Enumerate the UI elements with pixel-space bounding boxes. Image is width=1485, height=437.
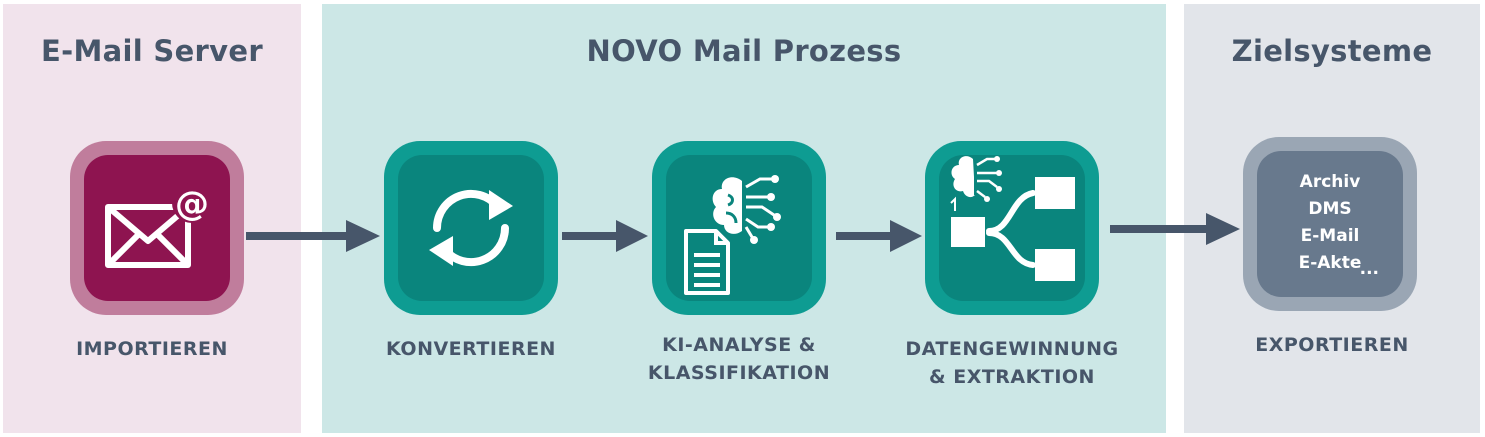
export-tile: Archiv DMS E-Mail E-Akte ... <box>1243 137 1417 311</box>
flow-arrow-1 <box>246 220 380 252</box>
data-extraction-icon <box>950 156 1075 281</box>
target-more: ... <box>1359 259 1379 279</box>
novo-process-title: NOVO Mail Prozess <box>586 34 902 68</box>
email-server-panel: E-Mail Server <box>3 4 301 433</box>
target-dms: DMS <box>1308 199 1352 219</box>
target-eakte: E-Akte <box>1298 253 1362 273</box>
export-label: EXPORTIEREN <box>1255 334 1409 356</box>
import-tile: @ <box>70 141 244 315</box>
convert-tile <box>384 141 558 315</box>
flow-arrow-4 <box>1110 213 1240 245</box>
analyse-label-line2: KLASSIFIKATION <box>647 362 831 384</box>
flow-arrow-3 <box>836 220 922 252</box>
analyse-label-line1: KI-ANALYSE & <box>662 334 816 356</box>
email-at-icon: @ <box>105 183 212 268</box>
target-systems-title: Zielsysteme <box>1231 34 1433 68</box>
analyse-tile <box>652 141 826 315</box>
refresh-icon <box>429 189 513 267</box>
extract-label-line1: DATENGEWINNUNG <box>905 338 1119 360</box>
import-label: IMPORTIEREN <box>76 338 228 360</box>
target-archiv: Archiv <box>1299 172 1361 192</box>
ai-document-icon <box>684 175 781 295</box>
flow-arrow-2 <box>562 220 648 252</box>
target-email: E-Mail <box>1300 226 1360 246</box>
email-server-title: E-Mail Server <box>41 34 263 68</box>
extract-label-line2: & EXTRAKTION <box>929 366 1095 388</box>
extract-tile <box>925 141 1099 315</box>
analyse-label: KI-ANALYSE & KLASSIFIKATION <box>614 331 864 387</box>
svg-text:@: @ <box>175 184 209 224</box>
target-systems-list: Archiv DMS E-Mail E-Akte <box>1257 169 1403 277</box>
convert-label: KONVERTIEREN <box>386 338 556 360</box>
extract-label: DATENGEWINNUNG & EXTRAKTION <box>880 335 1144 391</box>
